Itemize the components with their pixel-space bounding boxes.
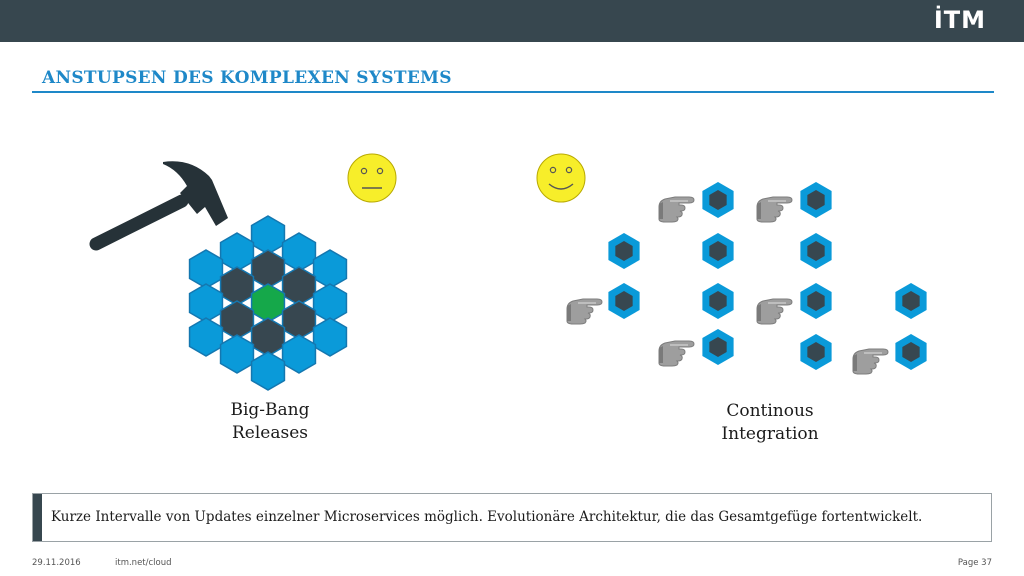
itm-logo: İTM: [933, 6, 986, 34]
caption-line: Continous: [726, 401, 814, 421]
hexagon-service-icon: [702, 182, 734, 218]
callout-box: Kurze Intervalle von Updates einzelner M…: [32, 493, 992, 542]
pointing-hand-icon: [566, 298, 603, 325]
pointing-hand-icon: [658, 196, 695, 223]
hexagon-service-icon: [608, 233, 640, 269]
caption-big-bang: Big-Bang Releases: [210, 399, 330, 445]
caption-continuous-integration: Continous Integration: [690, 400, 850, 446]
smiling-face-icon: [536, 153, 586, 203]
hexagon-cluster: [188, 215, 348, 391]
callout-text: Kurze Intervalle von Updates einzelner M…: [51, 509, 923, 525]
pointing-hand-icon: [852, 348, 889, 375]
footer-page-number: Page 37: [957, 558, 992, 568]
neutral-face-icon: [347, 153, 397, 203]
slide-title: ANSTUPSEN DES KOMPLEXEN SYSTEMS: [42, 68, 452, 88]
footer-link[interactable]: itm.net/cloud: [115, 558, 172, 568]
pointing-hand-icon: [658, 340, 695, 367]
hexagon-service-icon: [702, 329, 734, 365]
hexagon-service-icon: [895, 334, 927, 370]
hexagon-service-icon: [895, 283, 927, 319]
caption-line: Releases: [231, 423, 308, 443]
hammer-icon: [89, 161, 228, 251]
hexagon-service-icon: [608, 283, 640, 319]
pointing-hand-icon: [756, 196, 793, 223]
caption-line: Integration: [721, 424, 819, 444]
title-underline: [32, 91, 994, 93]
callout-accent-bar: [33, 494, 42, 541]
hexagon-service-icon: [800, 283, 832, 319]
header-bar: [0, 0, 1024, 42]
pointing-hand-icon: [756, 298, 793, 325]
hexagon-service-icon: [702, 283, 734, 319]
hexagon-service-icon: [702, 233, 734, 269]
illustration: [89, 153, 927, 391]
caption-line: Big-Bang: [230, 400, 310, 420]
hexagon-service-icon: [800, 182, 832, 218]
hexagon-service-icon: [800, 334, 832, 370]
hexagon-service-icon: [800, 233, 832, 269]
footer-date: 29.11.2016: [32, 558, 81, 568]
